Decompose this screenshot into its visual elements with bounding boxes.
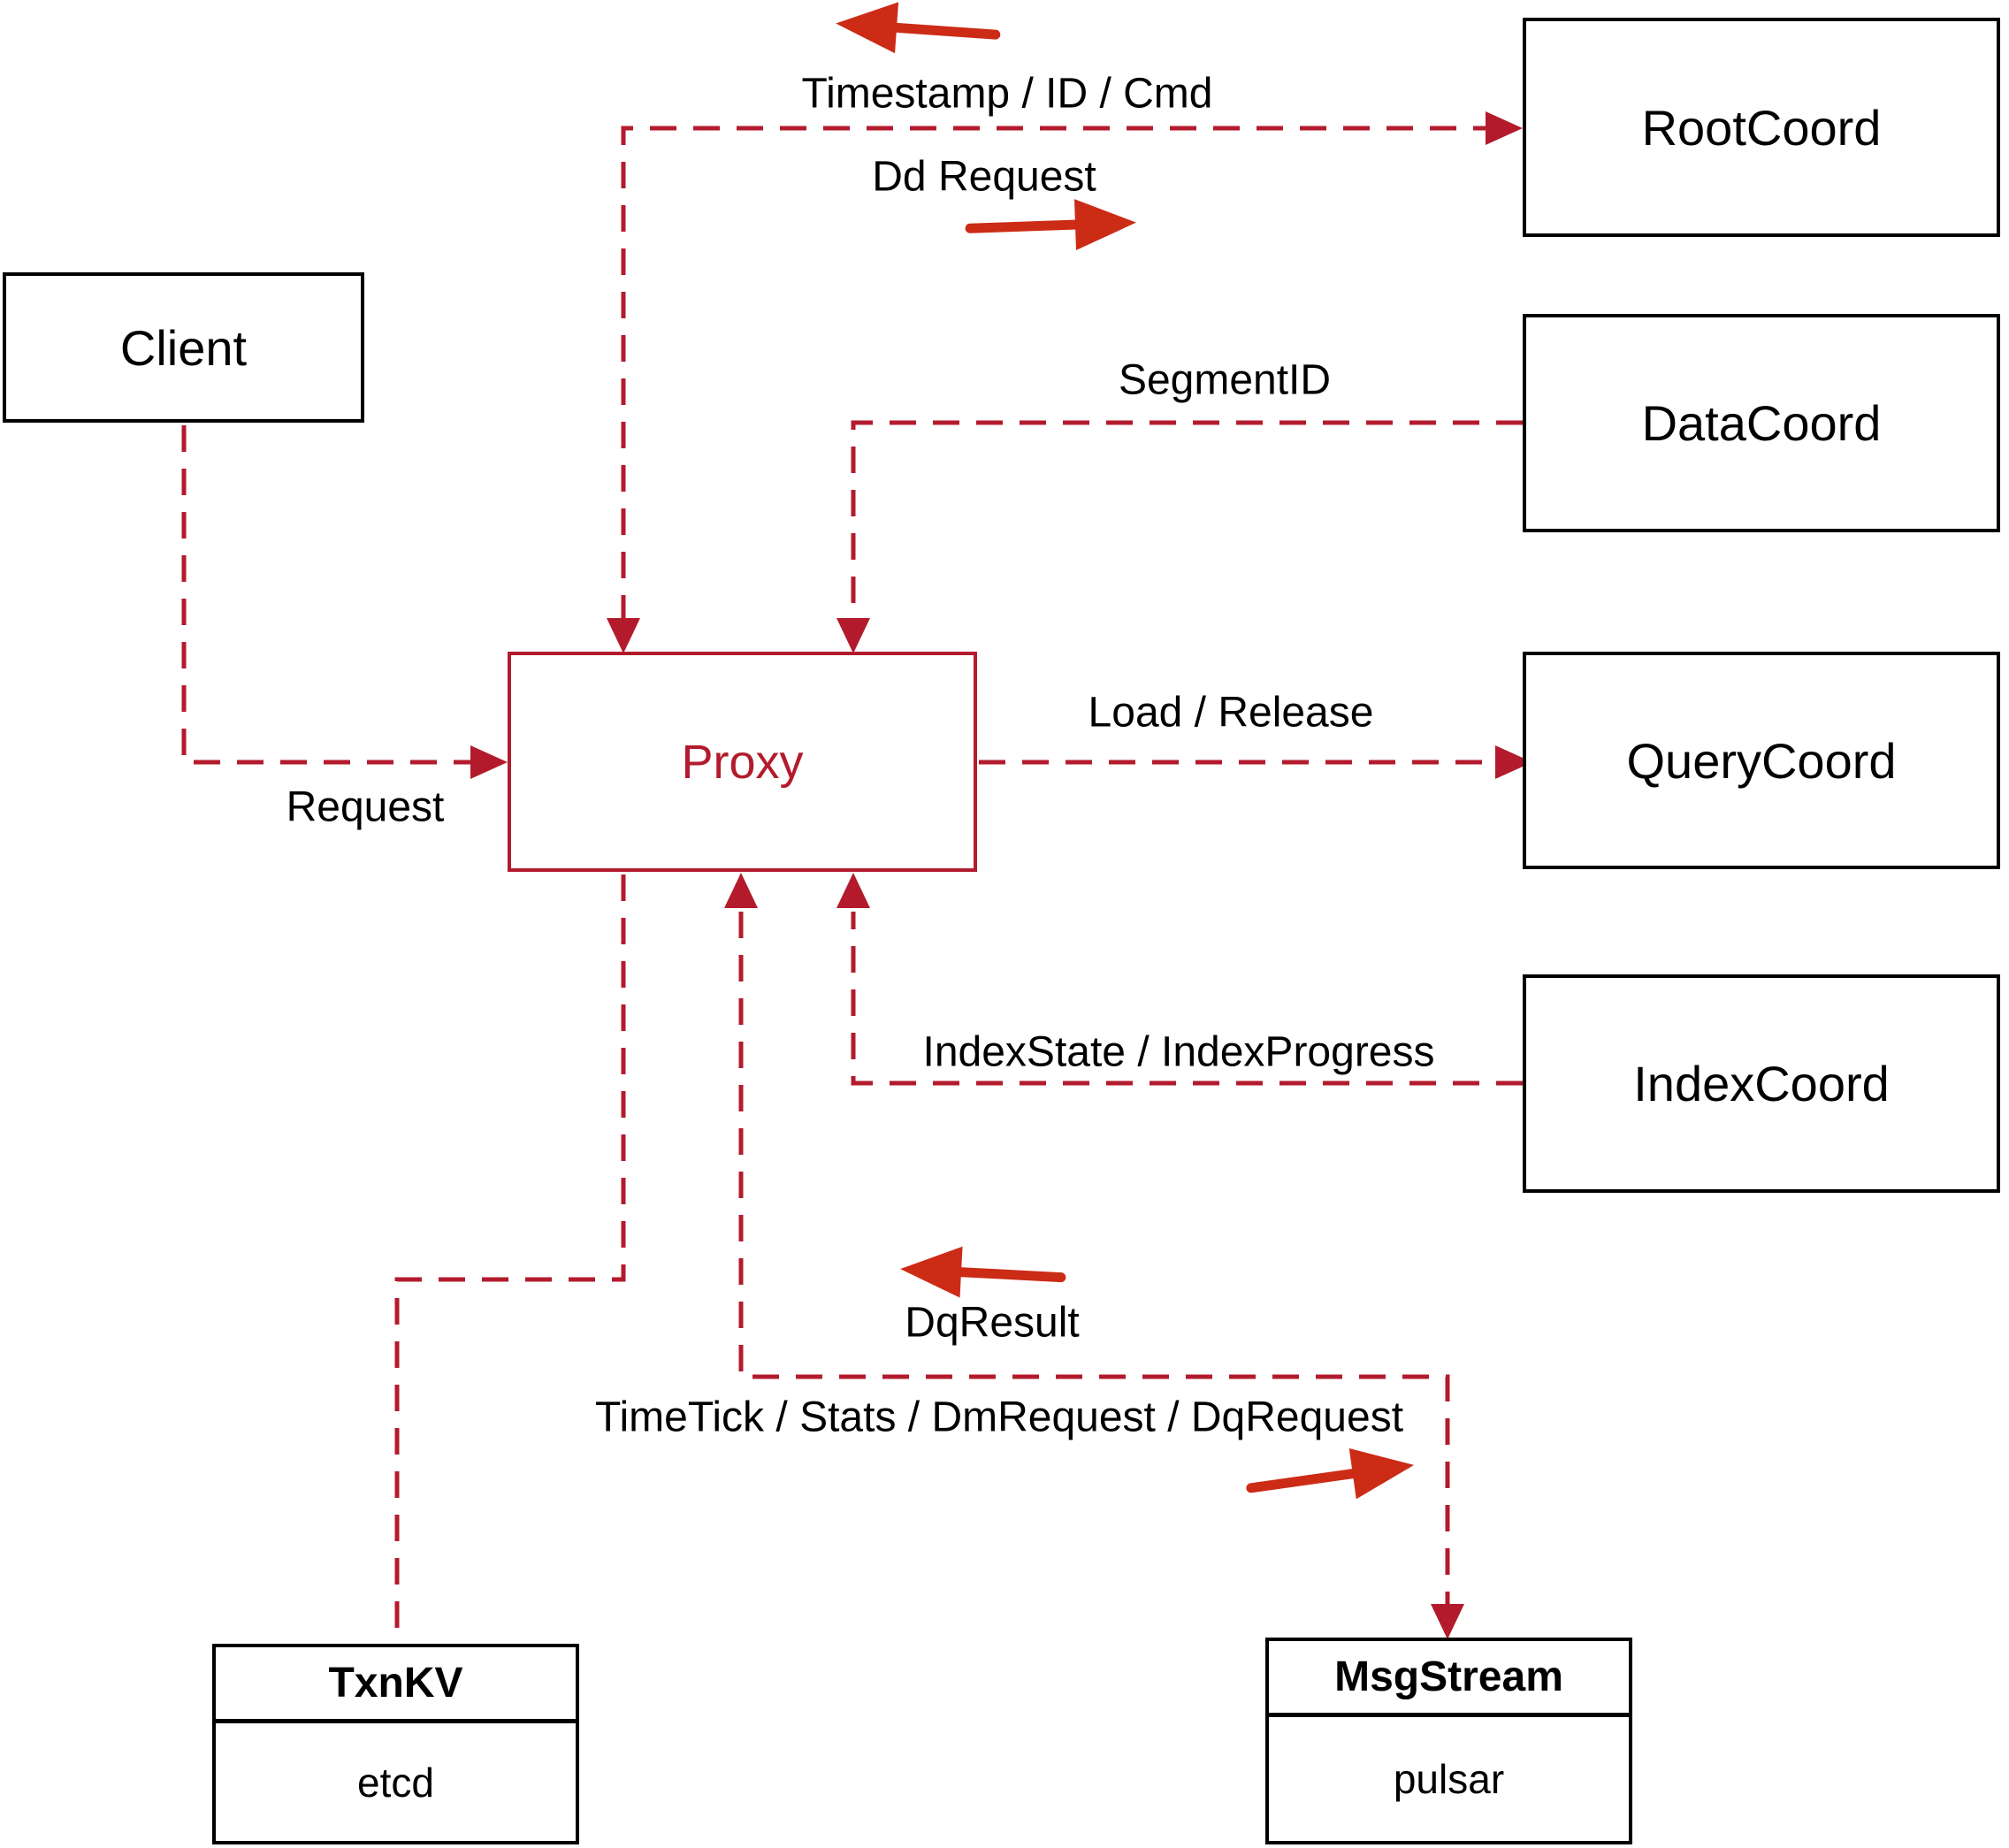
arrowhead-into-proxy-top-left (607, 618, 640, 653)
edge-proxy-txnkv (394, 874, 626, 1640)
node-querycoord: QueryCoord (1523, 652, 2000, 869)
arrowhead-into-rootcoord (1486, 111, 1523, 145)
arrowhead-into-proxy-bottom-right (836, 873, 870, 908)
edge-proxy-msgstream (724, 873, 1464, 1639)
edge-client-proxy (181, 425, 508, 779)
arrowhead-into-querycoord (1495, 745, 1532, 779)
msgstream-title: MsgStream (1269, 1641, 1629, 1717)
edge-label-request: Request (286, 783, 445, 831)
node-msgstream: MsgStream pulsar (1265, 1638, 1632, 1844)
edge-proxy-rootcoord (607, 111, 1523, 653)
edge-proxy-querycoord (979, 745, 1532, 779)
client-label: Client (119, 319, 248, 376)
direction-arrow-right-dd-request (965, 199, 1136, 251)
edge-label-dd-request: Dd Request (872, 153, 1096, 201)
proxy-label: Proxy (681, 735, 804, 789)
txnkv-subtitle: etcd (357, 1759, 434, 1806)
edge-label-timetick-stats: TimeTick / Stats / DmRequest / DqRequest (594, 1394, 1404, 1441)
direction-arrow-left-timestamp (836, 2, 1001, 54)
node-datacoord: DataCoord (1523, 314, 2000, 532)
edge-label-dqresult: DqResult (905, 1299, 1080, 1347)
txnkv-title: TxnKV (216, 1647, 576, 1723)
edge-datacoord-proxy (836, 420, 1523, 653)
edge-label-load-release: Load / Release (1088, 689, 1374, 737)
direction-arrow-left-dqresult (900, 1246, 1066, 1298)
node-rootcoord: RootCoord (1523, 18, 2000, 237)
edge-indexcoord-proxy (836, 873, 1523, 1086)
arrowhead-into-proxy-top-right (836, 618, 870, 653)
edge-label-timestamp-id-cmd: Timestamp / ID / Cmd (801, 70, 1213, 118)
node-txnkv: TxnKV etcd (212, 1644, 579, 1844)
node-proxy: Proxy (508, 652, 977, 872)
querycoord-label: QueryCoord (1626, 732, 1897, 789)
edge-label-indexstate-indexprogress: IndexState / IndexProgress (922, 1028, 1435, 1076)
msgstream-subtitle: pulsar (1393, 1756, 1505, 1802)
edge-label-segment-id: SegmentID (1118, 356, 1332, 404)
arrowhead-into-proxy-left (470, 745, 508, 779)
datacoord-label: DataCoord (1641, 395, 1882, 451)
rootcoord-label: RootCoord (1641, 99, 1882, 156)
arrowhead-into-msgstream (1431, 1604, 1464, 1639)
arrowhead-into-proxy-bottom-left (724, 873, 758, 908)
node-indexcoord: IndexCoord (1523, 974, 2000, 1193)
indexcoord-label: IndexCoord (1633, 1056, 1890, 1111)
direction-arrow-right-timetick (1246, 1447, 1415, 1500)
node-client: Client (3, 272, 364, 423)
